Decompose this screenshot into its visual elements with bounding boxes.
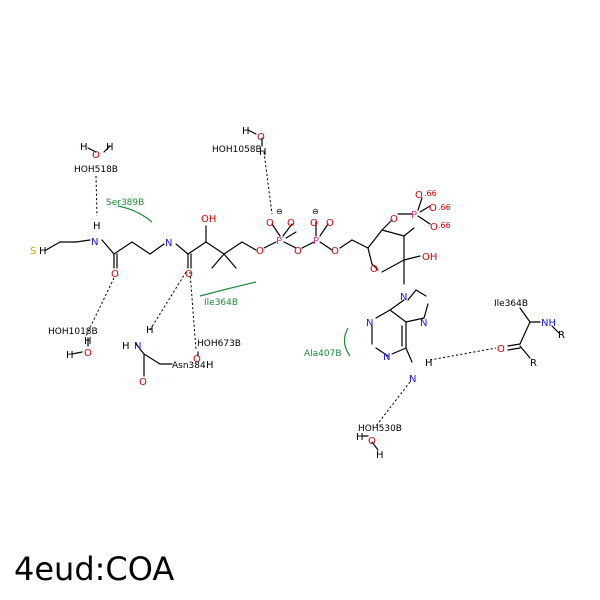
phosphate1-oxygen-b: O <box>287 218 295 229</box>
water1018-oxygen: O <box>84 348 92 359</box>
thiol-hydrogen: H <box>39 246 47 257</box>
adenine-n7: N <box>420 318 427 329</box>
phosphate3-charge-c: .66 <box>438 221 451 230</box>
page-title: 4eud:COA <box>14 550 175 588</box>
water530-hydrogen-2: H <box>376 450 384 461</box>
water673-oxygen: O <box>193 354 201 365</box>
ribose-2-hydroxyl: OH <box>422 252 437 263</box>
residue-label-hoh673: HOH673B <box>197 339 241 349</box>
phosphate2-charge: ⊖ <box>312 207 319 216</box>
phosphate1-charge: ⊖ <box>276 207 283 216</box>
amine-hydrogen: H <box>425 358 433 369</box>
residue-label-hoh1018: HOH1018B <box>48 327 98 337</box>
water530-oxygen: O <box>368 436 376 447</box>
phosphate1-oxygen-a: O <box>266 218 274 229</box>
residue-label-ile364-left: Ile364B <box>204 298 238 308</box>
sulfur-atom: S <box>30 246 36 257</box>
ester-oxygen-2: O <box>331 246 339 257</box>
hydroxyl-oxygen: OH <box>201 214 216 225</box>
asn-hydrogen-2: H <box>146 325 154 336</box>
water673-hydrogen: H <box>206 360 214 371</box>
phosphate2-oxygen-b: O <box>326 218 334 229</box>
water518-hydrogen-2: H <box>106 142 114 153</box>
bond-lines <box>45 129 561 451</box>
residue-label-hoh518: HOH518B <box>74 165 118 175</box>
adenine-n9: N <box>400 292 407 303</box>
ile-nitrogen: NH <box>541 318 556 329</box>
residue-label-hoh1058: HOH1058B <box>212 145 262 155</box>
amide-hydrogen-1: H <box>93 221 101 232</box>
amide-oxygen-2: O <box>185 269 193 280</box>
water1018-hydrogen-2: H <box>84 336 92 347</box>
phosphorus-1: P <box>276 236 282 247</box>
water1058-hydrogen-2: H <box>259 147 267 158</box>
adenine-n3: N <box>366 318 373 329</box>
phosphate3-oxygen-c: O <box>430 222 438 233</box>
residue-label-ser389: Ser389B <box>106 198 144 208</box>
ile-r-group-2: R <box>530 358 537 369</box>
residue-label-asn384: Asn384 <box>172 361 206 371</box>
phosphate3-oxygen-a: O <box>415 190 423 201</box>
phosphate3-charge-a: .66 <box>424 189 437 198</box>
asn-nitrogen: N <box>134 341 141 352</box>
water530-hydrogen-1: H <box>356 432 364 443</box>
atom-labels: S H N H O N O OH O O O P ⊖ O P O O ⊖ O O… <box>30 189 565 388</box>
bridge-oxygen: O <box>294 246 302 257</box>
amide-oxygen-1: O <box>111 269 119 280</box>
amide-nitrogen-1: N <box>91 237 98 248</box>
water518-oxygen: O <box>92 150 100 161</box>
ribose-oxygen: O <box>370 264 378 275</box>
adenine-n1: N <box>383 352 390 363</box>
water-molecules: H O H H O H H O H O H H O H <box>66 126 384 461</box>
amide-nitrogen-2: N <box>165 238 172 249</box>
phosphorus-3: P <box>411 210 417 221</box>
ester-oxygen-1: O <box>256 246 264 257</box>
asn-hydrogen-1: H <box>122 341 130 352</box>
asn-oxygen: O <box>139 377 147 388</box>
ile-oxygen: O <box>497 344 505 355</box>
residue-label-ile364-right: Ile364B <box>494 299 528 309</box>
residue-labels: HOH518B HOH1058B Ser389B HOH1018B Ile364… <box>48 145 528 434</box>
phosphorus-2: P <box>313 236 319 247</box>
ile-r-group-1: R <box>558 330 565 341</box>
phosphate2-oxygen-a: O <box>310 218 318 229</box>
ribose-3-oxygen: O <box>390 214 398 225</box>
hydrophobic-contacts <box>117 205 351 357</box>
amine-nitrogen: N <box>409 374 416 385</box>
hydrogen-bonds <box>85 151 497 427</box>
phosphate3-charge-b: .66 <box>438 203 451 212</box>
water1058-oxygen: O <box>257 132 265 143</box>
water518-hydrogen-1: H <box>80 142 88 153</box>
water1018-hydrogen-1: H <box>66 350 74 361</box>
residue-label-ala407: Ala407B <box>304 349 342 359</box>
residue-label-hoh530: HOH530B <box>358 424 402 434</box>
water1058-hydrogen-1: H <box>242 126 250 137</box>
phosphate3-oxygen-b: O <box>429 203 437 214</box>
